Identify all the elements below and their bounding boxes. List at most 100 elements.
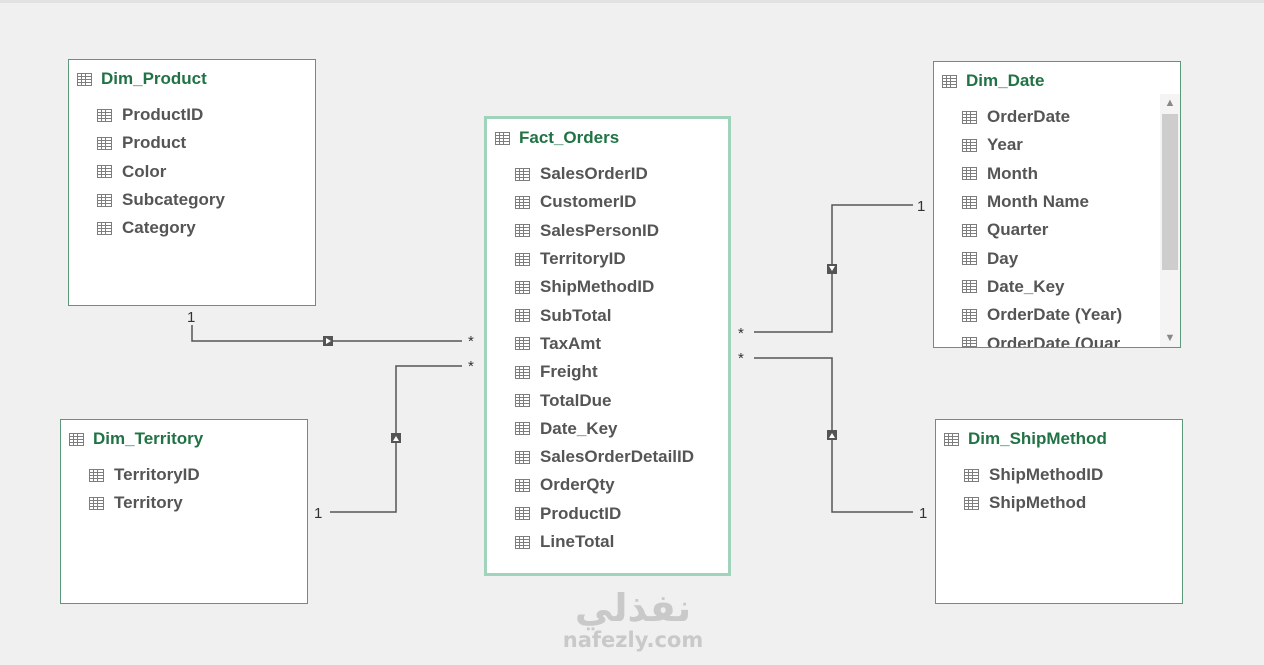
table-icon bbox=[69, 432, 84, 446]
column-icon bbox=[964, 468, 979, 482]
column-name: Color bbox=[122, 161, 167, 181]
column-item[interactable]: CustomerID bbox=[515, 188, 694, 216]
cardinality-one-label: 1 bbox=[187, 309, 195, 326]
scrollbar-thumb[interactable] bbox=[1162, 114, 1178, 270]
column-item[interactable]: ProductID bbox=[97, 101, 225, 129]
column-icon bbox=[515, 450, 530, 464]
column-icon bbox=[515, 422, 530, 436]
table-header[interactable]: Fact_Orders bbox=[495, 127, 619, 149]
column-icon bbox=[515, 507, 530, 521]
column-item[interactable]: ShipMethodID bbox=[515, 273, 694, 301]
column-name: Date_Key bbox=[540, 418, 618, 438]
column-item[interactable]: TerritoryID bbox=[515, 245, 694, 273]
table-title: Fact_Orders bbox=[519, 128, 620, 147]
column-name: Category bbox=[122, 218, 196, 238]
table-header[interactable]: Dim_ShipMethod bbox=[944, 428, 1107, 450]
column-name: SalesPersonID bbox=[540, 220, 660, 240]
column-item[interactable]: LineTotal bbox=[515, 528, 694, 556]
column-item[interactable]: Month bbox=[962, 160, 1122, 188]
column-name: TotalDue bbox=[540, 390, 612, 410]
column-icon bbox=[89, 496, 104, 510]
table-title: Dim_Date bbox=[966, 71, 1045, 90]
column-icon bbox=[515, 224, 530, 238]
column-icon bbox=[962, 252, 977, 266]
table-title: Dim_Product bbox=[101, 69, 207, 88]
column-name: LineTotal bbox=[540, 532, 615, 551]
column-item[interactable]: Color bbox=[97, 158, 225, 186]
filter-direction-right-icon bbox=[323, 336, 333, 346]
table-header[interactable]: Dim_Product bbox=[77, 68, 207, 90]
table-dim-territory[interactable]: Dim_Territory TerritoryID Territory bbox=[60, 419, 308, 604]
column-item[interactable]: Product bbox=[97, 129, 225, 157]
column-item[interactable]: OrderQty bbox=[515, 471, 694, 499]
column-list: OrderDate Year Month Month Name Quarter … bbox=[962, 103, 1122, 348]
column-item[interactable]: Year bbox=[962, 131, 1122, 159]
column-icon bbox=[97, 165, 112, 179]
column-item[interactable]: Subcategory bbox=[97, 186, 225, 214]
column-list: SalesOrderID CustomerID SalesPersonID Te… bbox=[515, 160, 694, 556]
column-icon bbox=[515, 309, 530, 323]
column-item[interactable]: Month Name bbox=[962, 188, 1122, 216]
column-item[interactable]: TerritoryID bbox=[89, 461, 200, 489]
column-item[interactable]: TaxAmt bbox=[515, 330, 694, 358]
column-icon bbox=[97, 193, 112, 207]
column-item[interactable]: TotalDue bbox=[515, 386, 694, 414]
column-item[interactable]: Category bbox=[97, 214, 225, 242]
column-item[interactable]: Quarter bbox=[962, 216, 1122, 244]
column-item[interactable]: OrderDate (Year) bbox=[962, 301, 1122, 329]
column-name: SubTotal bbox=[540, 305, 612, 325]
column-item[interactable]: SalesOrderID bbox=[515, 160, 694, 188]
column-item[interactable]: SubTotal bbox=[515, 301, 694, 329]
column-name: TaxAmt bbox=[540, 333, 602, 353]
table-fact-orders[interactable]: Fact_Orders SalesOrderID CustomerID Sale… bbox=[484, 116, 731, 576]
column-name: CustomerID bbox=[540, 192, 637, 212]
column-item[interactable]: ShipMethod bbox=[964, 489, 1103, 517]
column-item[interactable]: OrderDate (Quar bbox=[962, 329, 1122, 348]
column-name: Quarter bbox=[987, 220, 1049, 240]
column-icon bbox=[962, 167, 977, 181]
table-dim-shipmethod[interactable]: Dim_ShipMethod ShipMethodID ShipMethod bbox=[935, 419, 1183, 604]
table-header[interactable]: Dim_Territory bbox=[69, 428, 203, 450]
column-name: TerritoryID bbox=[114, 465, 200, 485]
column-item[interactable]: Date_Key bbox=[515, 415, 694, 443]
column-item[interactable]: SalesOrderDetailID bbox=[515, 443, 694, 471]
column-icon bbox=[515, 535, 530, 549]
vertical-scrollbar[interactable]: ▲ ▼ bbox=[1160, 94, 1180, 347]
column-item[interactable]: OrderDate bbox=[962, 103, 1122, 131]
column-item[interactable]: Date_Key bbox=[962, 273, 1122, 301]
column-item[interactable]: ShipMethodID bbox=[964, 461, 1103, 489]
table-icon bbox=[77, 72, 92, 86]
scroll-down-arrow-icon[interactable]: ▼ bbox=[1164, 332, 1176, 344]
column-name: Year bbox=[987, 135, 1023, 155]
scroll-up-arrow-icon[interactable]: ▲ bbox=[1164, 97, 1176, 109]
column-item[interactable]: Day bbox=[962, 244, 1122, 272]
filter-direction-up-icon bbox=[827, 430, 837, 440]
column-item[interactable]: SalesPersonID bbox=[515, 217, 694, 245]
table-dim-product[interactable]: Dim_Product ProductID Product Color Subc… bbox=[68, 59, 316, 306]
filter-direction-down-icon bbox=[827, 264, 837, 274]
relationship-product-orders[interactable]: 1 * bbox=[187, 309, 474, 350]
column-item[interactable]: Territory bbox=[89, 489, 200, 517]
cardinality-one-label: 1 bbox=[917, 198, 925, 215]
column-name: OrderDate bbox=[987, 107, 1071, 127]
column-name: ShipMethodID bbox=[540, 277, 655, 297]
relationship-shipmethod-orders[interactable]: * 1 bbox=[738, 350, 927, 522]
relationship-date-orders[interactable]: * 1 bbox=[738, 198, 925, 342]
column-icon bbox=[962, 308, 977, 322]
column-icon bbox=[964, 496, 979, 510]
table-title: Dim_ShipMethod bbox=[968, 429, 1107, 448]
column-item[interactable]: ProductID bbox=[515, 500, 694, 528]
column-icon bbox=[515, 365, 530, 379]
relationship-territory-orders[interactable]: 1 * bbox=[314, 358, 474, 522]
table-header[interactable]: Dim_Date bbox=[942, 70, 1044, 92]
cardinality-many-label: * bbox=[468, 358, 474, 375]
column-icon bbox=[962, 280, 977, 294]
column-icon bbox=[962, 223, 977, 237]
filter-direction-up-icon bbox=[391, 433, 401, 443]
table-dim-date[interactable]: Dim_Date OrderDate Year Month Month Name… bbox=[933, 61, 1181, 348]
column-name: ShipMethodID bbox=[989, 465, 1104, 485]
column-item[interactable]: Freight bbox=[515, 358, 694, 386]
column-name: OrderDate (Quar bbox=[987, 333, 1121, 348]
column-icon bbox=[97, 136, 112, 150]
